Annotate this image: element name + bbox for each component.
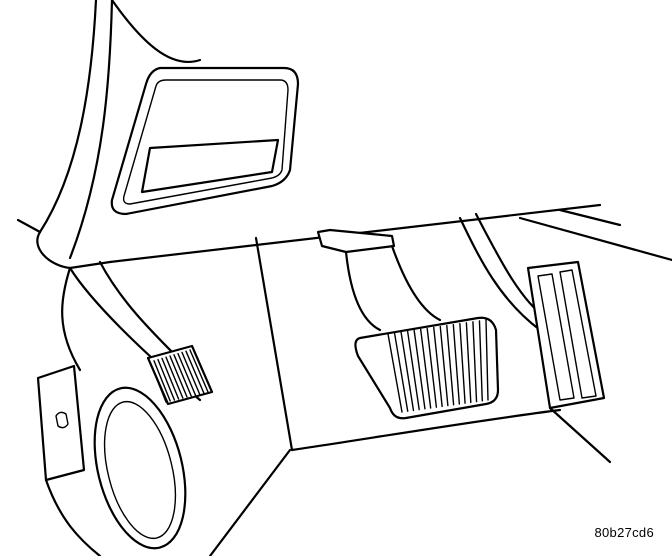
dash-panel bbox=[16, 0, 602, 270]
rib-line bbox=[439, 325, 449, 407]
hatch-line bbox=[149, 361, 167, 403]
hatch-line bbox=[169, 355, 188, 398]
parking-brake-hatching bbox=[149, 349, 209, 403]
rib-line bbox=[485, 319, 489, 401]
rib-line bbox=[472, 321, 478, 403]
rib-line bbox=[387, 333, 403, 413]
rib-line bbox=[419, 328, 432, 409]
rib-line bbox=[413, 329, 426, 410]
rib-line bbox=[406, 330, 420, 411]
hatch-line bbox=[157, 358, 176, 401]
rib-line bbox=[433, 326, 443, 408]
rib-line bbox=[459, 323, 466, 404]
hatch-line bbox=[173, 354, 192, 397]
hatch-line bbox=[165, 356, 184, 399]
hatch-line bbox=[177, 352, 197, 396]
brake-pad-ribs bbox=[387, 319, 489, 413]
brake-pedal bbox=[316, 228, 500, 420]
rib-line bbox=[465, 322, 472, 404]
rib-line bbox=[478, 320, 483, 402]
rib-line bbox=[446, 324, 455, 406]
accelerator-pedal bbox=[458, 208, 672, 464]
rib-line bbox=[400, 331, 415, 412]
hatch-line bbox=[189, 349, 209, 393]
hatch-line bbox=[181, 351, 201, 395]
rib-line bbox=[452, 323, 461, 405]
figure-id-label: 80b27cd6 bbox=[594, 525, 654, 540]
parking-brake-pedal bbox=[146, 344, 214, 406]
hatch-line bbox=[185, 350, 205, 394]
dash-storage-pocket bbox=[110, 66, 300, 216]
hatch-line bbox=[153, 360, 171, 402]
rib-line bbox=[426, 327, 438, 408]
footwell-panel bbox=[208, 236, 562, 556]
rib-line bbox=[393, 332, 409, 412]
hatch-line bbox=[161, 357, 180, 400]
kick-panel bbox=[36, 260, 202, 556]
